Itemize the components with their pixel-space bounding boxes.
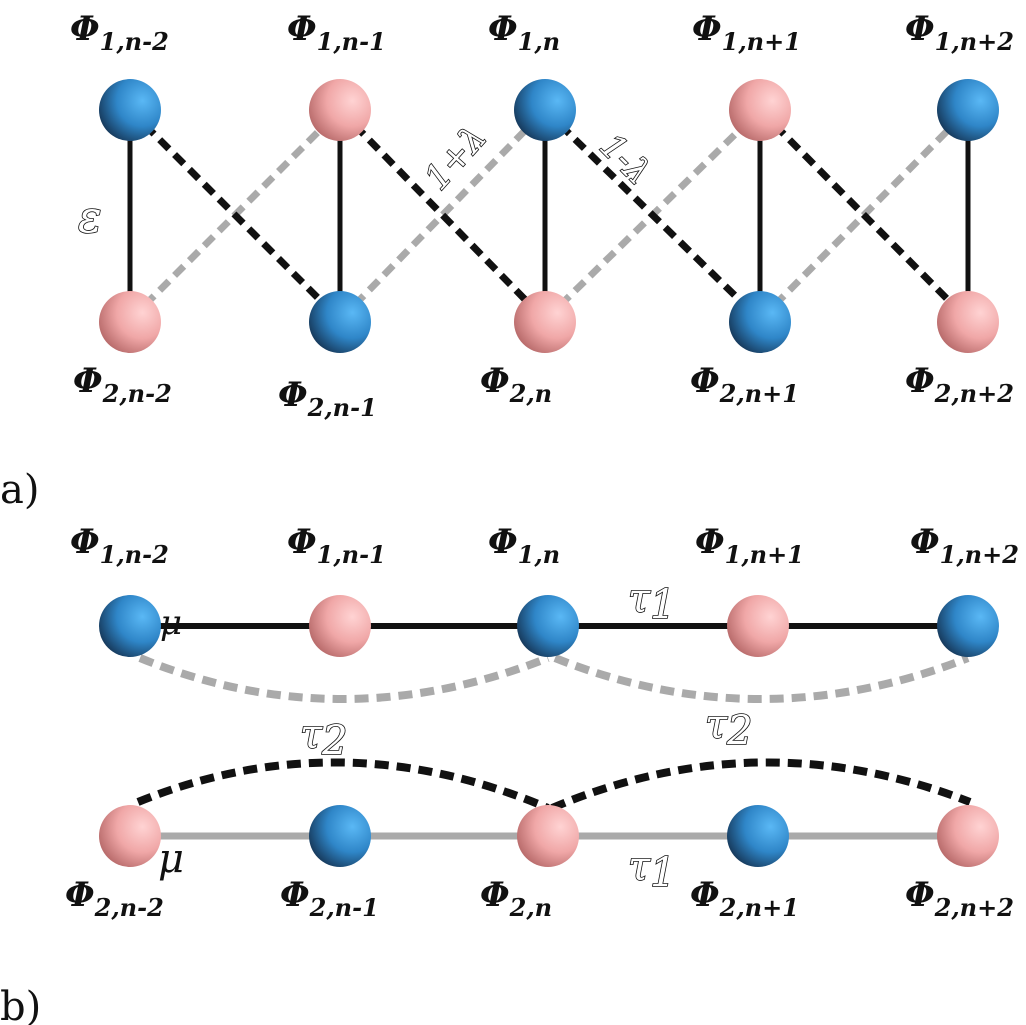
node-b-bottom-2 <box>309 805 371 867</box>
diag-black-1 <box>127 107 343 323</box>
label-b-top-4: Φ1,n+1 <box>695 522 804 569</box>
node-a-top-3 <box>514 79 576 141</box>
coupling-tau2-left: τ2 <box>300 712 348 764</box>
arc-black-right <box>550 758 972 812</box>
label-b-bottom-1: Φ2,n-2 <box>65 875 164 922</box>
node-b-bottom-5 <box>937 805 999 867</box>
node-a-bottom-5 <box>937 291 999 353</box>
node-b-bottom-4 <box>727 805 789 867</box>
diag-black-4 <box>757 107 971 323</box>
label-b-bottom-4: Φ2,n+1 <box>690 875 799 922</box>
label-a-bottom-5: Φ2,n+2 <box>905 361 1014 408</box>
panel-a: Φ1,n-2 Φ1,n-1 Φ1,n Φ1,n+1 Φ1,n+2 Φ2,n-2 … <box>0 9 1014 513</box>
node-a-top-5 <box>937 79 999 141</box>
label-b-top-3: Φ1,n <box>488 522 560 569</box>
node-b-top-4 <box>727 595 789 657</box>
panel-a-verticals <box>127 110 971 320</box>
node-a-bottom-3 <box>514 291 576 353</box>
label-a-top-2: Φ1,n-1 <box>287 9 386 56</box>
arc-gray-left <box>138 654 550 703</box>
coupling-mu-top: μ <box>160 603 182 643</box>
panel-b-bottom-nodes <box>99 805 999 867</box>
panel-a-gray-diagonals <box>127 107 971 323</box>
coupling-tau1-top: τ1 <box>628 576 676 628</box>
arc-black-left <box>136 758 550 812</box>
coupling-epsilon: ε <box>78 192 102 243</box>
coupling-mu-bottom: μ <box>158 836 184 882</box>
panel-a-bottom-nodes <box>99 291 999 353</box>
label-a-top-1: Φ1,n-2 <box>70 9 169 56</box>
label-a-top-4: Φ1,n+1 <box>692 9 801 56</box>
coupling-one-minus-lambda: 1-λ <box>592 126 659 193</box>
label-b-bottom-3: Φ2,n <box>480 875 552 922</box>
panel-b-top-nodes <box>99 595 999 657</box>
coupling-tau2-right: τ2 <box>705 702 753 754</box>
node-a-bottom-1 <box>99 291 161 353</box>
panel-a-black-diagonals <box>127 107 971 323</box>
coupling-tau1-bottom: τ1 <box>628 844 676 896</box>
label-a-bottom-3: Φ2,n <box>480 361 552 408</box>
diag-gray-2 <box>337 107 548 323</box>
label-a-bottom-2: Φ2,n-1 <box>278 375 377 422</box>
label-a-top-5: Φ1,n+2 <box>905 9 1014 56</box>
label-a-bottom-4: Φ2,n+1 <box>690 361 799 408</box>
panel-a-label: a) <box>0 467 39 513</box>
node-b-top-2 <box>309 595 371 657</box>
node-b-top-3 <box>517 595 579 657</box>
node-a-top-2 <box>309 79 371 141</box>
node-b-bottom-1 <box>99 805 161 867</box>
node-a-top-1 <box>99 79 161 141</box>
node-b-top-5 <box>937 595 999 657</box>
diag-black-2 <box>337 107 548 323</box>
label-b-bottom-2: Φ2,n-1 <box>280 875 379 922</box>
node-b-bottom-3 <box>517 805 579 867</box>
panel-a-top-nodes <box>99 79 999 141</box>
label-b-top-1: Φ1,n-2 <box>70 522 169 569</box>
node-b-top-1 <box>99 595 161 657</box>
node-a-top-4 <box>729 79 791 141</box>
label-a-bottom-1: Φ2,n-2 <box>73 361 172 408</box>
node-a-bottom-2 <box>309 291 371 353</box>
label-b-top-2: Φ1,n-1 <box>287 522 386 569</box>
coupling-one-plus-lambda: 1+λ <box>417 118 495 198</box>
diag-black-3 <box>542 107 763 323</box>
panel-b-label: b) <box>0 984 41 1025</box>
label-a-top-3: Φ1,n <box>488 9 560 56</box>
arc-gray-right <box>553 654 970 703</box>
label-b-bottom-5: Φ2,n+2 <box>905 875 1014 922</box>
panel-b: Φ1,n-2 Φ1,n-1 Φ1,n Φ1,n+1 Φ1,n+2 Φ2,n-2 … <box>0 522 1019 1025</box>
label-b-top-5: Φ1,n+2 <box>910 522 1019 569</box>
node-a-bottom-4 <box>729 291 791 353</box>
